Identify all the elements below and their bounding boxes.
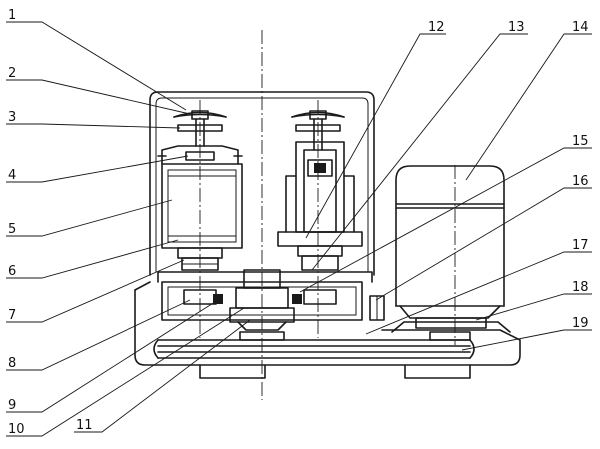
label-6: 6 [8, 264, 16, 279]
label-3: 3 [8, 110, 16, 125]
label-12: 12 [428, 20, 445, 35]
label-4: 4 [8, 168, 16, 183]
label-2: 2 [8, 66, 16, 81]
leader-lines [6, 21, 592, 437]
label-9: 9 [8, 398, 16, 413]
label-11: 11 [76, 418, 93, 433]
gearbox-chamber [157, 269, 373, 331]
label-18: 18 [572, 280, 589, 295]
label-8: 8 [8, 356, 16, 371]
label-7: 7 [8, 308, 16, 323]
part-labels: 1 2 3 4 5 6 7 8 9 10 11 12 13 14 15 16 1… [8, 8, 589, 437]
left-press-assembly [157, 110, 243, 271]
right-press-assembly [277, 110, 363, 271]
label-13: 13 [508, 20, 525, 35]
label-1: 1 [8, 8, 16, 23]
label-19: 19 [572, 316, 589, 331]
machine-base [134, 281, 521, 379]
label-5: 5 [8, 222, 16, 237]
label-10: 10 [8, 422, 25, 437]
label-16: 16 [572, 174, 589, 189]
drive-motor [369, 165, 511, 333]
center-axes [199, 30, 456, 400]
label-14: 14 [572, 20, 589, 35]
label-17: 17 [572, 238, 589, 253]
label-15: 15 [572, 134, 589, 149]
